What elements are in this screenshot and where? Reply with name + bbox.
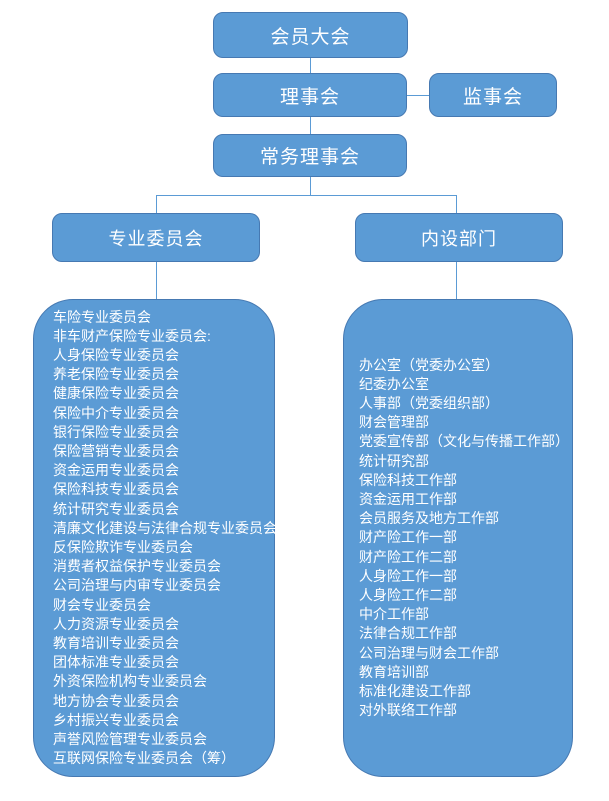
list-item: 教育培训部 xyxy=(359,663,429,680)
node-supervisory-board: 监事会 xyxy=(429,73,557,117)
list-item: 银行保险专业委员会 xyxy=(53,423,179,440)
connector-to-committees-header xyxy=(156,195,158,213)
list-item: 统计研究部 xyxy=(359,452,429,469)
list-item: 人身保险专业委员会 xyxy=(53,346,179,363)
list-item: 人力资源专业委员会 xyxy=(53,615,179,632)
list-item: 人身险工作一部 xyxy=(359,567,457,584)
list-item: 财产险工作一部 xyxy=(359,529,457,546)
list-item: 资金运用专业委员会 xyxy=(53,462,179,479)
list-item: 会员服务及地方工作部 xyxy=(359,510,499,527)
list-item: 人身险工作二部 xyxy=(359,587,457,603)
node-committees-header: 专业委员会 xyxy=(52,213,260,262)
connector-to-departments-header xyxy=(456,195,458,213)
list-item: 保险科技专业委员会 xyxy=(53,481,179,498)
list-item: 保险营销专业委员会 xyxy=(53,442,179,459)
list-item: 车险专业委员会 xyxy=(53,308,151,325)
list-item: 标准化建设工作部 xyxy=(359,683,471,700)
connector-members-to-council xyxy=(310,58,312,73)
list-item: 公司治理与财会工作部 xyxy=(359,644,499,661)
connector-branch-horizontal xyxy=(156,195,456,197)
list-item: 乡村振兴专业委员会 xyxy=(53,711,179,728)
list-item: 养老保险专业委员会 xyxy=(53,366,179,383)
committees-panel: 车险专业委员会非车财产保险专业委员会: 人身保险专业委员会养老保险专业委员会健康保… xyxy=(33,299,277,777)
list-item: 保险科技工作部 xyxy=(359,471,457,488)
list-item: 人事部（党委组织部） xyxy=(359,394,499,411)
node-standing-council: 常务理事会 xyxy=(213,134,407,177)
node-members-assembly: 会员大会 xyxy=(213,12,408,58)
node-departments-header: 内设部门 xyxy=(355,213,563,262)
list-item: 统计研究专业委员会 xyxy=(53,500,179,517)
list-item: 清廉文化建设与法律合规专业委员会 xyxy=(53,519,277,536)
list-item: 纪委办公室 xyxy=(359,375,429,392)
connector-departments-header-down xyxy=(456,262,458,299)
connector-standing-down xyxy=(310,177,312,195)
list-item: 中介工作部 xyxy=(359,606,429,623)
list-item: 外资保险机构专业委员会 xyxy=(53,673,207,690)
connector-council-to-supervisory xyxy=(407,95,429,97)
list-item: 办公室（党委办公室） xyxy=(359,356,499,373)
list-item: 资金运用工作部 xyxy=(359,490,457,507)
list-item: 公司治理与内审专业委员会 xyxy=(53,577,221,594)
list-item: 教育培训专业委员会 xyxy=(53,635,179,652)
list-item: 党委宣传部（文化与传播工作部） xyxy=(359,433,569,450)
list-item: 保险中介专业委员会 xyxy=(53,404,179,421)
list-item: 法律合规工作部 xyxy=(359,625,457,642)
connector-committees-header-down xyxy=(156,262,158,299)
list-item: 反保险欺诈专业委员会 xyxy=(53,539,193,555)
node-council: 理事会 xyxy=(213,73,407,117)
list-item: 声誉风险管理专业委员会 xyxy=(53,731,207,748)
list-item: 互联网保险专业委员会（筹） xyxy=(53,750,235,767)
list-item: 对外联络工作部 xyxy=(359,702,457,719)
list-item: 财会管理部 xyxy=(359,414,429,431)
list-item: 地方协会专业委员会 xyxy=(53,692,179,709)
list-item: 消费者权益保护专业委员会 xyxy=(53,558,221,575)
connector-council-to-standing xyxy=(310,117,312,134)
departments-panel: 办公室（党委办公室） 纪委办公室人事部（党委组织部） 财会管理部党委宣传部（文化与传… xyxy=(343,299,573,777)
list-item: 健康保险专业委员会 xyxy=(53,385,179,402)
list-item: 财产险工作二部 xyxy=(359,548,457,565)
list-item: 团体标准专业委员会 xyxy=(53,654,179,671)
list-item: 非车财产保险专业委员会: xyxy=(53,327,211,344)
list-item: 财会专业委员会 xyxy=(53,596,151,613)
